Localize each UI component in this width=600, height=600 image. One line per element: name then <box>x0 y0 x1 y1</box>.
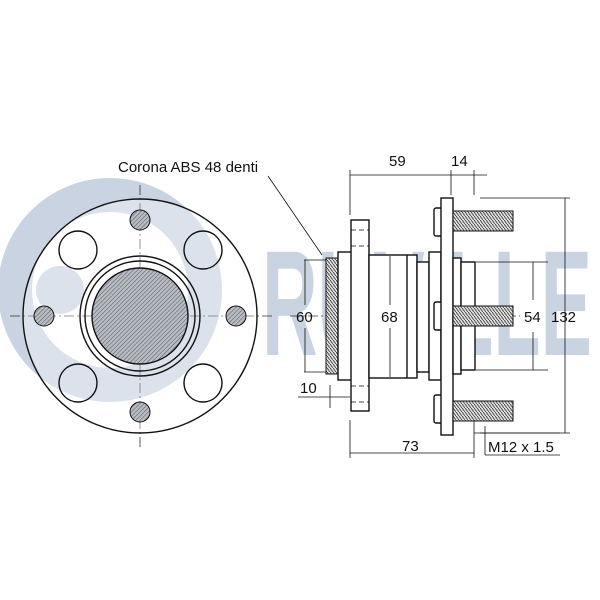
dim-60-label: 60 <box>296 309 313 326</box>
abs-ring-label: Corona ABS 48 denti <box>118 159 258 176</box>
side-view <box>290 197 520 436</box>
stud-icon <box>33 305 55 327</box>
abs-ring <box>325 257 339 375</box>
dim-14-label: 14 <box>451 153 468 170</box>
wheel-stud <box>452 400 514 422</box>
stud-icon <box>129 209 151 231</box>
hub-section <box>91 267 189 365</box>
wheel-stud <box>452 305 514 327</box>
thread-label: M12 x 1.5 <box>488 439 554 456</box>
stud-icon <box>129 401 151 423</box>
dim-59-label: 59 <box>389 153 406 170</box>
dim-68-label: 68 <box>381 309 398 326</box>
front-view <box>10 185 275 448</box>
dim-73-label: 73 <box>402 438 419 455</box>
dimensions: Corona ABS 48 denti 59 14 60 68 54 132 1… <box>118 153 576 458</box>
wheel-stud <box>452 210 514 232</box>
stud-icon <box>225 305 247 327</box>
dim-10-label: 10 <box>300 380 317 397</box>
dim-54-label: 54 <box>524 309 541 326</box>
dim-132-label: 132 <box>551 309 576 326</box>
